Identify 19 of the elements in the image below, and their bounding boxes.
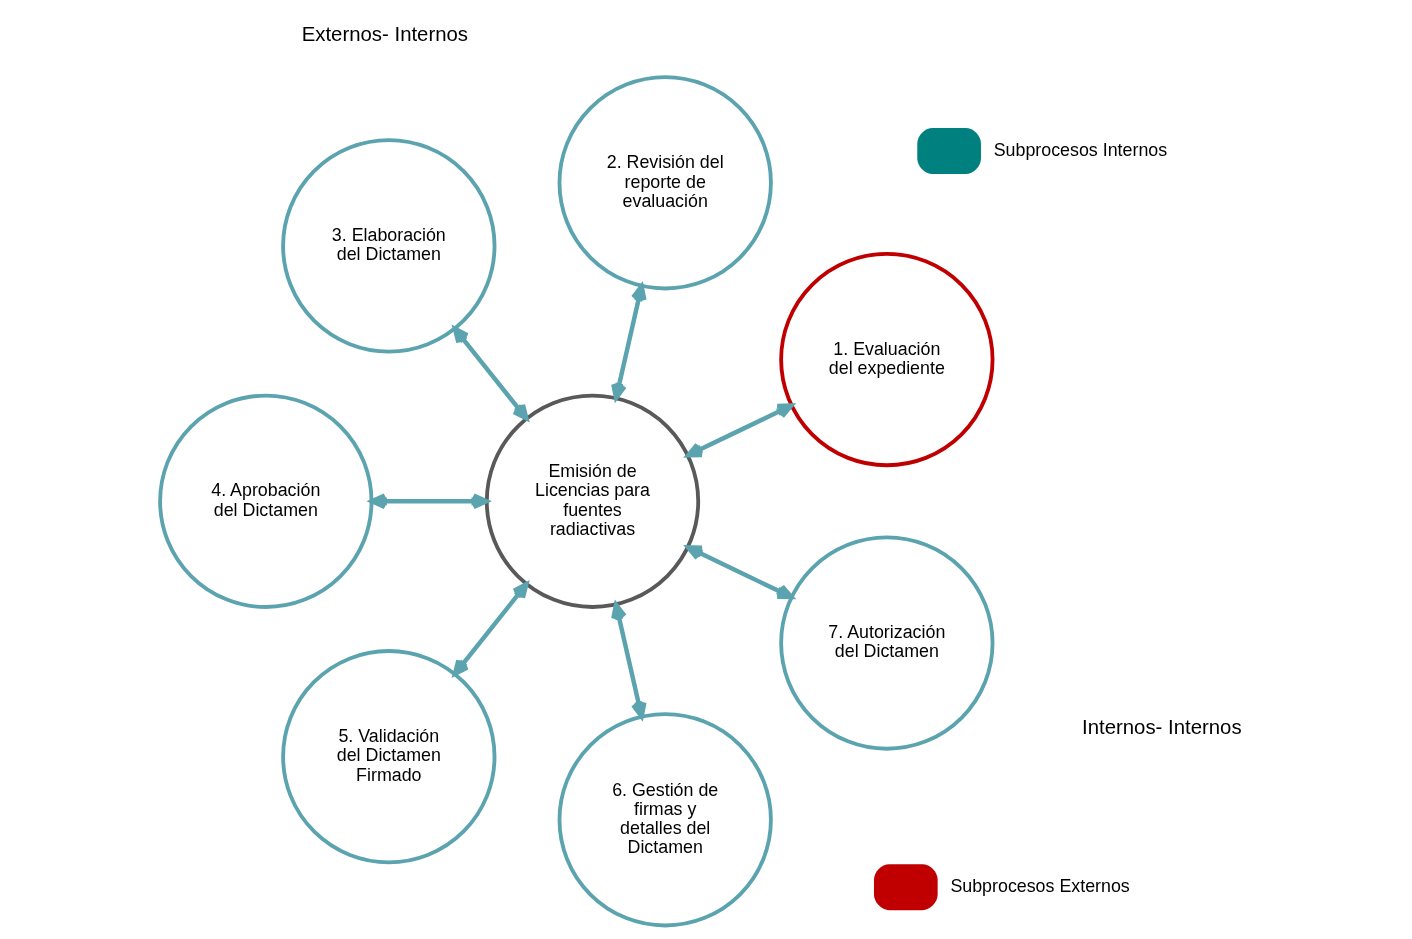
node-circle: 3. Elaboración del Dictamen: [280, 138, 496, 354]
node-circle: 1. Evaluación del expediente: [778, 251, 994, 468]
legend-label: Subprocesos Internos: [993, 139, 1167, 160]
node-circle: 6. Gestión de firmas y detalles del Dictamen: [557, 712, 773, 928]
arrow: [369, 493, 489, 510]
node-circle: 2. Revisión del reporte de evaluación: [557, 75, 773, 291]
arrow: [452, 582, 529, 676]
arrow: [610, 602, 647, 719]
arrow: [452, 326, 529, 421]
arrow: [685, 403, 793, 458]
arrow: [610, 284, 647, 401]
node-circle: 7. Autorización del Dictamen: [778, 535, 994, 751]
legend-label: Subprocesos Externos: [949, 875, 1130, 896]
label: Internos- Internos: [1081, 716, 1242, 739]
arrow: [685, 545, 793, 600]
node-circle: 4. Aprobación del Dictamen: [157, 393, 373, 609]
node-circle: 5. Validación del Dictamen Firmado: [280, 649, 496, 865]
node-circle: Emisión de Licencias para fuentes radiactivas: [484, 393, 700, 609]
label: Externos- Internos: [301, 23, 468, 46]
